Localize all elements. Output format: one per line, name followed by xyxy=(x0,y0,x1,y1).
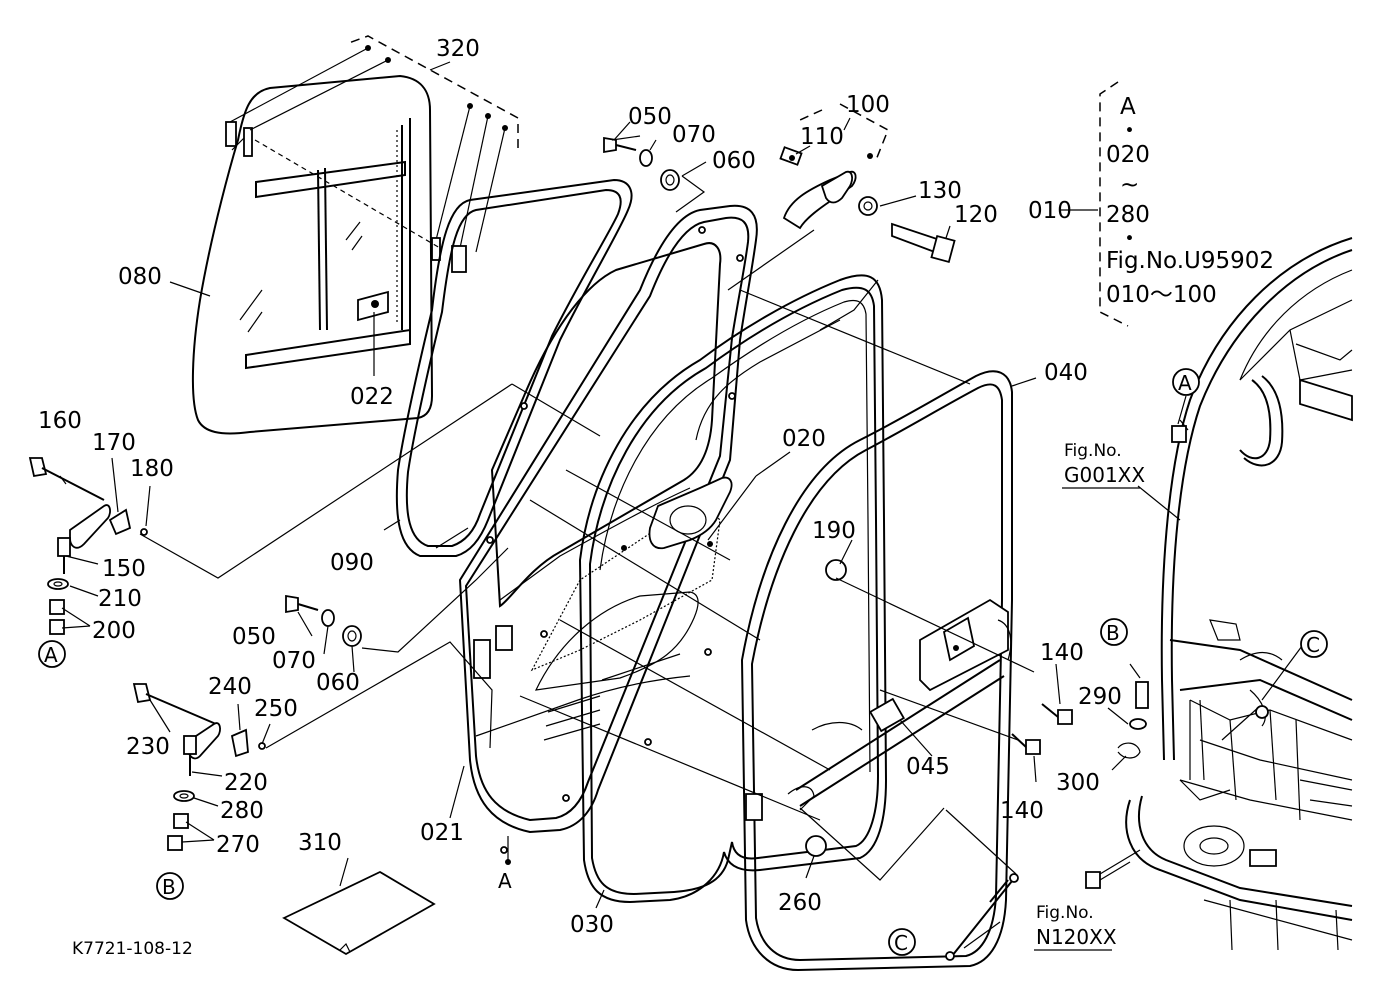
part-labels: 320 080 022 090 050 070 060 100 110 130 … xyxy=(38,36,1122,938)
part-label-200: 200 xyxy=(92,618,136,644)
hinge-lower xyxy=(132,683,266,851)
clip-290-300 xyxy=(1117,681,1149,759)
part-label-220: 220 xyxy=(224,770,268,796)
marker-b-hinge: B xyxy=(162,875,176,899)
part-label-190: 190 xyxy=(812,518,856,544)
leader-lines xyxy=(59,61,1303,949)
group-320-bracket xyxy=(229,35,519,273)
part-label-170: 170 xyxy=(92,430,136,456)
fasteners-top xyxy=(603,136,680,191)
door-frame-021 xyxy=(458,204,758,854)
part-label-110: 110 xyxy=(800,124,844,150)
note-dot-2: ・ xyxy=(1118,226,1141,252)
part-label-060-top: 060 xyxy=(712,148,756,174)
bolts-misc xyxy=(805,559,1073,857)
part-label-120: 120 xyxy=(954,202,998,228)
note-line-a: A xyxy=(1120,94,1136,120)
hinge-upper xyxy=(28,457,148,635)
marker-c-cab: C xyxy=(1306,633,1320,657)
window-seal-090 xyxy=(395,178,633,557)
note-line-020: 020 xyxy=(1106,142,1150,168)
note-fig-u95902: Fig.No.U95902 xyxy=(1106,248,1274,274)
note-tilde: ~ xyxy=(1120,172,1139,198)
cab-structure xyxy=(1085,237,1353,951)
part-label-021: 021 xyxy=(420,820,464,846)
part-label-022: 022 xyxy=(350,384,394,410)
part-label-010: 010 xyxy=(1028,198,1072,224)
marker-a-cab: A xyxy=(1178,371,1192,395)
note-bracket xyxy=(1099,81,1129,327)
part-label-280: 280 xyxy=(220,798,264,824)
part-label-020: 020 xyxy=(782,426,826,452)
part-label-080: 080 xyxy=(118,264,162,290)
marker-a-hinge: A xyxy=(44,643,58,667)
door-seal-030 xyxy=(578,274,888,904)
part-label-040: 040 xyxy=(1044,360,1088,386)
part-label-140-upper: 140 xyxy=(1040,640,1084,666)
fasteners-middle xyxy=(285,594,362,647)
gas-strut xyxy=(945,873,1019,961)
part-label-300: 300 xyxy=(1056,770,1100,796)
part-label-230: 230 xyxy=(126,734,170,760)
fig-ref-g-code: G001XX xyxy=(1064,463,1145,487)
part-label-250: 250 xyxy=(254,696,298,722)
note-line-280: 280 xyxy=(1106,202,1150,228)
part-label-070-top: 070 xyxy=(672,122,716,148)
circled-markers: A A B B C C A xyxy=(38,368,1328,956)
part-label-140-lower: 140 xyxy=(1000,798,1044,824)
window-glass-080 xyxy=(191,74,434,435)
part-label-100: 100 xyxy=(846,92,890,118)
fig-ref-n-code: N120XX xyxy=(1036,925,1117,949)
part-label-050-mid: 050 xyxy=(232,624,276,650)
part-label-070-mid: 070 xyxy=(272,648,316,674)
manual-sheet-310 xyxy=(282,870,436,956)
part-label-310: 310 xyxy=(298,830,342,856)
part-label-060-mid: 060 xyxy=(316,670,360,696)
part-label-240: 240 xyxy=(208,674,252,700)
part-label-050-top: 050 xyxy=(628,104,672,130)
fig-ref-n-label: Fig.No. xyxy=(1036,903,1094,923)
part-label-045: 045 xyxy=(906,754,950,780)
note-range-010-100: 010～100 xyxy=(1106,282,1217,308)
part-label-160: 160 xyxy=(38,408,82,434)
drawing-code: K7721-108-12 xyxy=(72,939,193,959)
part-label-030: 030 xyxy=(570,912,614,938)
marker-c-strut: C xyxy=(894,931,908,955)
note-dot-1: ・ xyxy=(1118,118,1141,144)
part-label-270: 270 xyxy=(216,832,260,858)
figure-refs: Fig.No. G001XX Fig.No. N120XX xyxy=(1034,441,1145,951)
part-label-180: 180 xyxy=(130,456,174,482)
marker-b-cab: B xyxy=(1106,621,1120,645)
door-outer-frame-040 xyxy=(740,370,1013,972)
part-label-320: 320 xyxy=(436,36,480,62)
part-label-260: 260 xyxy=(778,890,822,916)
part-label-090: 090 xyxy=(330,550,374,576)
handle-assembly-100 xyxy=(779,103,956,264)
part-label-130: 130 xyxy=(918,178,962,204)
marker-a-point: A xyxy=(498,869,512,893)
part-label-150: 150 xyxy=(102,556,146,582)
part-label-210: 210 xyxy=(98,586,142,612)
assembly-note: A ・ 020 ~ 280 ・ Fig.No.U95902 010～100 xyxy=(1106,94,1274,308)
part-label-290: 290 xyxy=(1078,684,1122,710)
fig-ref-g-label: Fig.No. xyxy=(1064,441,1122,461)
